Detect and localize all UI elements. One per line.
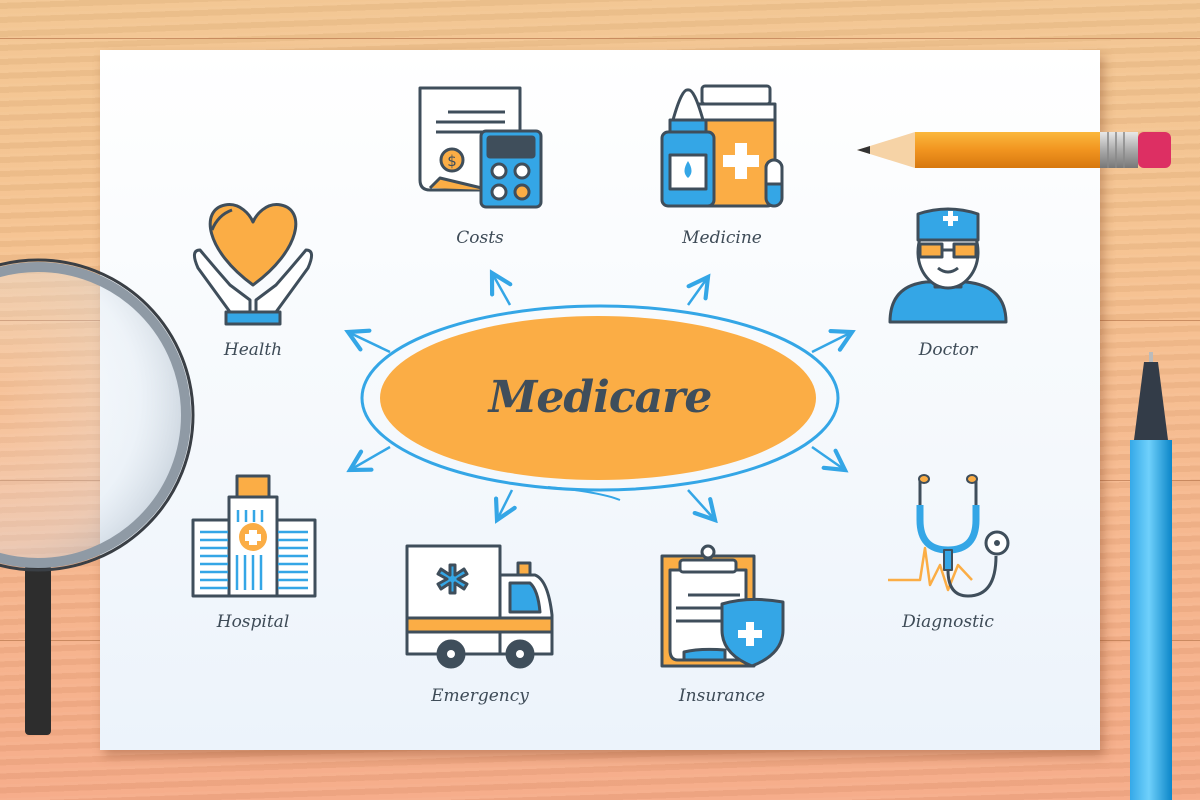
node-label-costs: Costs [456,228,504,248]
clipboard-shield-icon [660,544,785,668]
calculator-invoice-icon: $ [418,86,543,209]
ambulance-icon [405,544,554,669]
center-title: Medicare [488,372,713,423]
node-label-medicine: Medicine [682,228,762,248]
medicine-bottles-icon [660,84,784,208]
svg-text:$: $ [447,152,457,170]
connector-arrows [348,273,852,520]
hospital-building-icon [191,474,317,598]
pen [1130,352,1172,800]
node-label-doctor: Doctor [918,340,978,360]
node-label-insurance: Insurance [678,686,766,706]
magnifying-glass [0,258,195,735]
node-label-health: Health [223,340,283,360]
stethoscope-icon [888,474,1010,598]
center-ellipse [360,304,840,501]
heart-in-hands-icon [193,203,313,326]
node-label-emergency: Emergency [431,686,529,706]
node-label-diagnostic: Diagnostic [902,612,994,632]
doctor-icon [888,207,1008,324]
wood-plank-line [0,38,1200,39]
node-label-hospital: Hospital [216,612,290,632]
pencil [857,132,1171,168]
